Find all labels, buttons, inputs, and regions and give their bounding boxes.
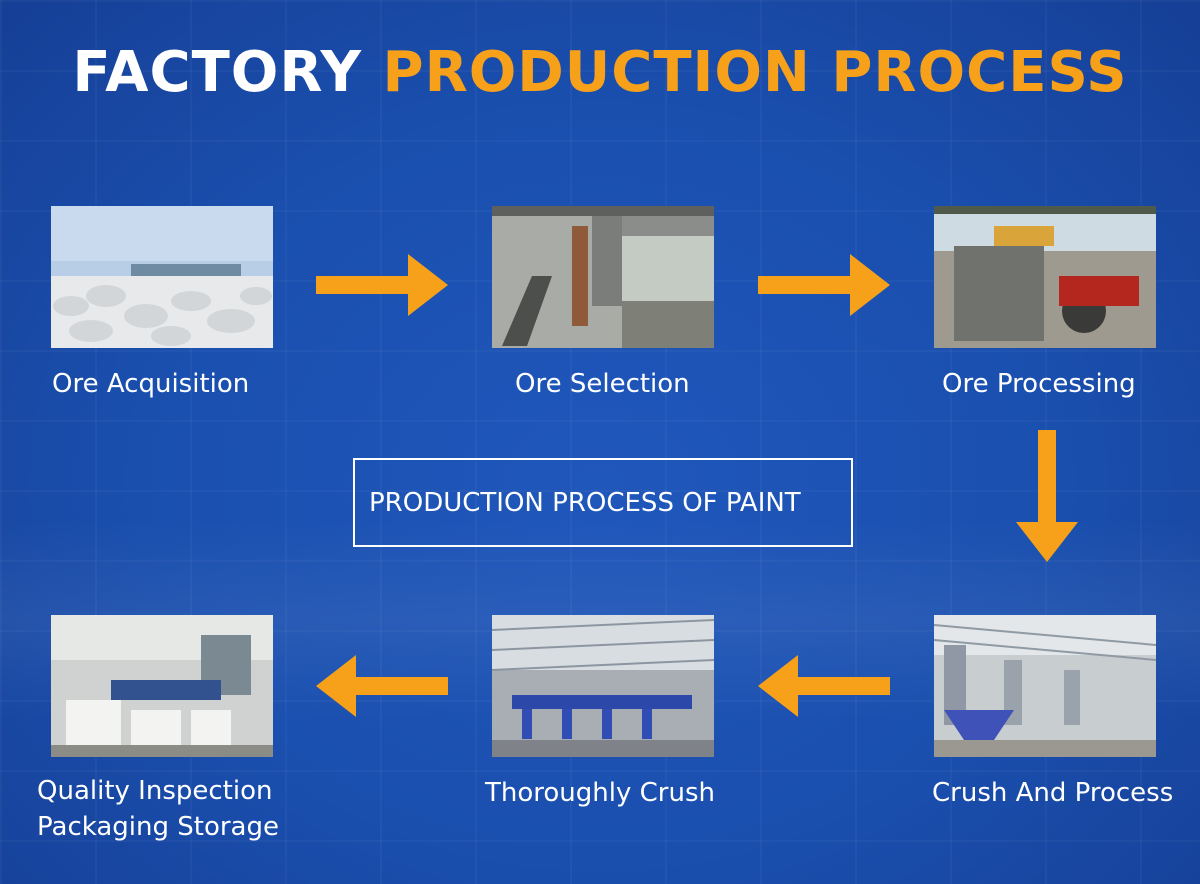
packaging-storage-photo	[51, 615, 273, 757]
subtitle-text: PRODUCTION PROCESS OF PAINT	[369, 487, 801, 518]
step-label-thoroughly-crush: Thoroughly Crush	[485, 778, 715, 808]
ore-selection-photo	[492, 206, 714, 348]
ore-processing-photo	[934, 206, 1156, 348]
title-part-white: FACTORY	[72, 40, 363, 105]
subtitle-box: PRODUCTION PROCESS OF PAINT	[353, 458, 853, 547]
page-title: FACTORY PRODUCTION PROCESS	[0, 40, 1200, 105]
crush-and-process-photo	[934, 615, 1156, 757]
arrow-left-icon	[316, 655, 448, 717]
title-part-orange: PRODUCTION PROCESS	[382, 40, 1128, 105]
step-label-ore-processing: Ore Processing	[942, 369, 1136, 399]
step-label-line2: Packaging Storage	[37, 812, 279, 842]
arrow-right-icon	[316, 254, 448, 316]
arrow-right-icon	[758, 254, 890, 316]
ore-acquisition-photo	[51, 206, 273, 348]
arrow-left-icon	[758, 655, 890, 717]
step-label-ore-acquisition: Ore Acquisition	[52, 369, 250, 399]
arrow-down-icon	[1016, 430, 1078, 562]
step-label-line1: Quality Inspection	[37, 776, 273, 806]
step-label-quality-inspection: Quality Inspection Packaging Storage	[37, 773, 279, 845]
step-label-crush-and-process: Crush And Process	[932, 778, 1174, 808]
step-label-ore-selection: Ore Selection	[515, 369, 690, 399]
thoroughly-crush-photo	[492, 615, 714, 757]
